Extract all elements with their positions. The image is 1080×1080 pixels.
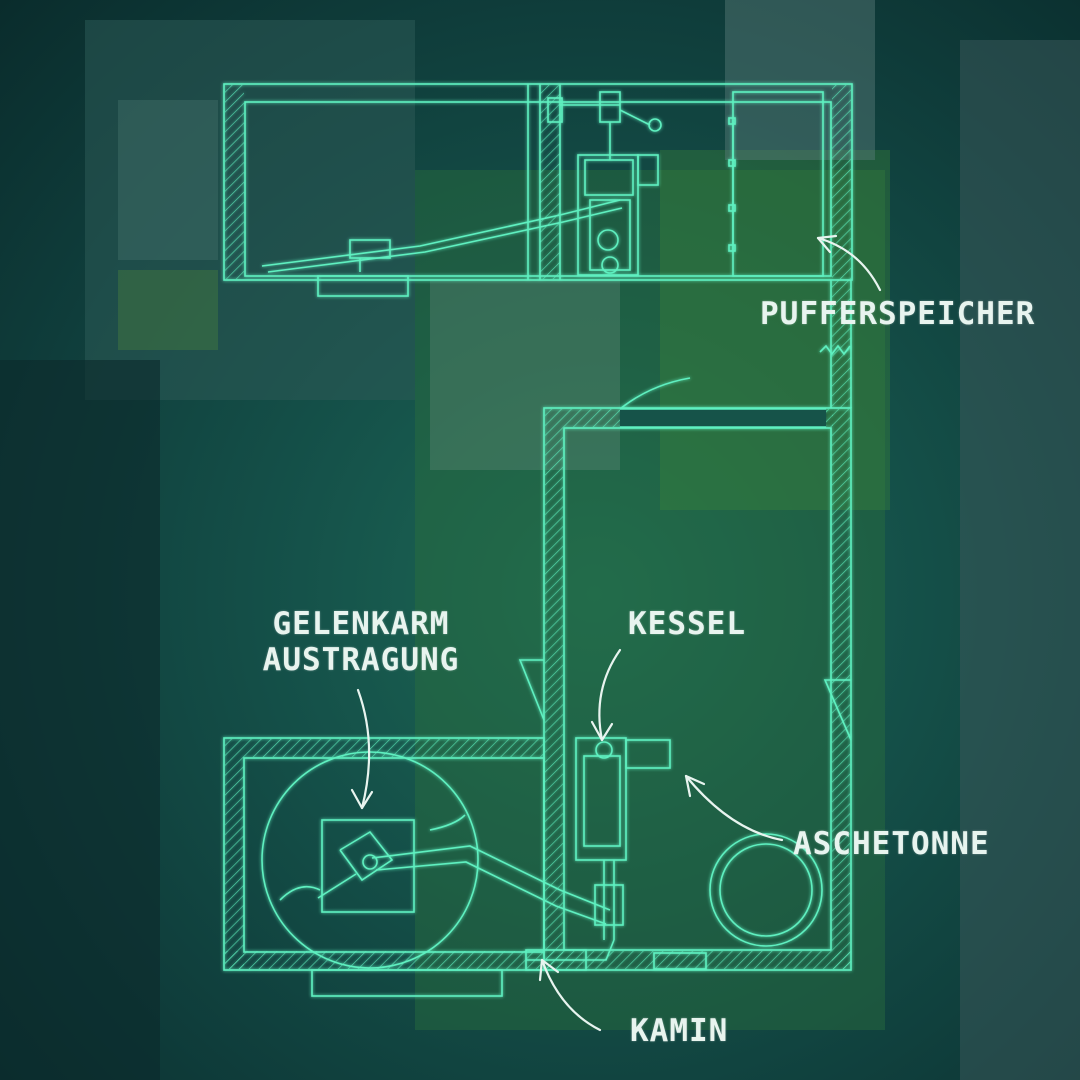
silo-room (223, 737, 611, 997)
arrow-gelenkarm (350, 688, 374, 810)
arrow-aschetonne (684, 774, 784, 842)
right-door (960, 40, 1080, 1080)
kamin-label: KAMIN (630, 1013, 729, 1049)
control-panel-screen (118, 100, 218, 260)
kessel-label: KESSEL (628, 606, 746, 642)
gelenkarm-disc (261, 751, 479, 969)
aschetonne-shape (709, 833, 823, 947)
gelenkarm-label-line2: AUSTRAGUNG (262, 642, 460, 678)
arrow-kamin (538, 958, 602, 1032)
control-panel-green-area (118, 270, 218, 350)
gelenkarm-label-line1: GELENKARM (272, 606, 450, 642)
kessel-side-view (577, 154, 639, 276)
pufferspeicher-shape (732, 91, 824, 277)
top-room (223, 83, 853, 297)
instruction-sheet (430, 280, 620, 470)
gelenkarm-austragung-label: GELENKARM AUSTRAGUNG (236, 606, 486, 678)
arrow-pufferspeicher (816, 234, 882, 292)
aschetonne-label: ASCHETONNE (793, 826, 990, 862)
arrow-kessel (590, 648, 622, 742)
pufferspeicher-label: PUFFERSPEICHER (760, 296, 1036, 332)
left-shadow (0, 360, 160, 1080)
boiler-housing (415, 170, 885, 1030)
vertical-duct (819, 280, 852, 408)
kessel-room (518, 377, 852, 971)
